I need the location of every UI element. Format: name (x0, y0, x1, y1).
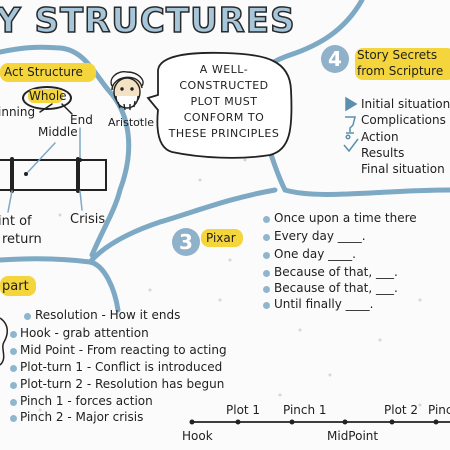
secrets-item: Complications (361, 113, 446, 127)
check-icon (343, 138, 359, 153)
quote-line: A WELL- (199, 63, 249, 76)
crisis-label: Crisis (70, 212, 106, 227)
act-structure-heading: Act Structure (4, 65, 83, 79)
part-bullet (10, 365, 17, 372)
section-3-circle: 3 (172, 228, 200, 256)
pixar-bullet (263, 286, 270, 293)
dot-icon (345, 134, 351, 140)
quote-line: THESE PRINCIPLES (168, 127, 280, 140)
middle-label: Middle (38, 125, 78, 139)
pixar-highlight (201, 229, 243, 247)
secrets-item: Final situation (361, 162, 445, 176)
part-item: Mid Point - From reacting to acting (20, 343, 227, 357)
secrets-heading-line2: from Scripture (357, 64, 444, 78)
aristotle-label: Aristotle (108, 116, 155, 129)
beginning-label: inning (0, 105, 36, 119)
secrets-item: Initial situation (361, 97, 450, 111)
timeline-midpoint: MidPoint (327, 429, 379, 443)
part-bullet (10, 348, 17, 355)
pixar-item: Once upon a time there (274, 211, 417, 225)
pixar-item: Every day ____. (274, 229, 366, 243)
timeline-plot1: Plot 1 (226, 403, 261, 417)
quote-line: PLOT MUST (190, 95, 258, 108)
pixar-item: Until finally ____. (274, 297, 374, 311)
flow-line (87, 187, 278, 265)
part-item: Resolution - How it ends (35, 308, 181, 322)
quote-line: CONSTRUCTED (179, 79, 269, 92)
part-heading: part (2, 279, 29, 294)
pixar-bullet (263, 270, 270, 277)
part-item: Plot-turn 1 - Conflict is introduced (20, 360, 223, 374)
secrets-heading-line1: Story Secrets (357, 48, 438, 62)
part-bullet (10, 331, 17, 338)
flow-line (0, 256, 121, 313)
pixar-item: One day ____. (274, 247, 356, 261)
timeline-pinch1: Pinch 1 (283, 403, 327, 417)
quote-text: A WELL- CONSTRUCTED PLOT MUST CONFORM TO… (160, 62, 288, 142)
timeline-plot2: Plot 2 (384, 403, 419, 417)
whole-bubble (22, 86, 72, 110)
secrets-item: Results (361, 146, 405, 160)
point-of-label: int of (0, 214, 32, 229)
part-bullet (10, 382, 17, 389)
timeline-hook: Hook (182, 429, 213, 443)
part-item: Plot-turn 2 - Resolution has begun (20, 377, 225, 391)
part-bullet (24, 313, 31, 320)
glass-icon (345, 116, 356, 134)
pixar-item: Because of that, ___. (274, 281, 398, 295)
play-icon (345, 96, 358, 112)
pixar-heading: Pixar (206, 231, 236, 245)
quote-line: CONFORM TO (183, 111, 265, 124)
part-item: Pinch 2 - Major crisis (20, 410, 144, 424)
pixar-item: Because of that, ___. (274, 265, 398, 279)
part-item: Pinch 1 - forces action (20, 394, 153, 408)
whole-label: Whole (29, 89, 67, 103)
secrets-item: Action (361, 130, 399, 144)
pixar-bullet (263, 252, 270, 259)
timeline-pinch2: Pinch (428, 403, 450, 417)
act-structure-highlight (0, 63, 96, 82)
part-bullet (10, 399, 17, 406)
pixar-bullet (263, 302, 270, 309)
pixar-bullet (263, 234, 270, 241)
end-label: End (70, 113, 93, 127)
flow-line (0, 44, 132, 258)
secrets-highlight (355, 48, 450, 80)
part-item: Hook - grab attention (20, 326, 149, 340)
page-title: Y STRUCTURES (0, 1, 296, 41)
return-label: return (2, 232, 42, 247)
part-bullet (10, 415, 17, 422)
whole-highlight (28, 89, 63, 103)
pixar-bullet (263, 216, 270, 223)
part-highlight (0, 276, 36, 296)
section-4-circle: 4 (321, 45, 349, 73)
